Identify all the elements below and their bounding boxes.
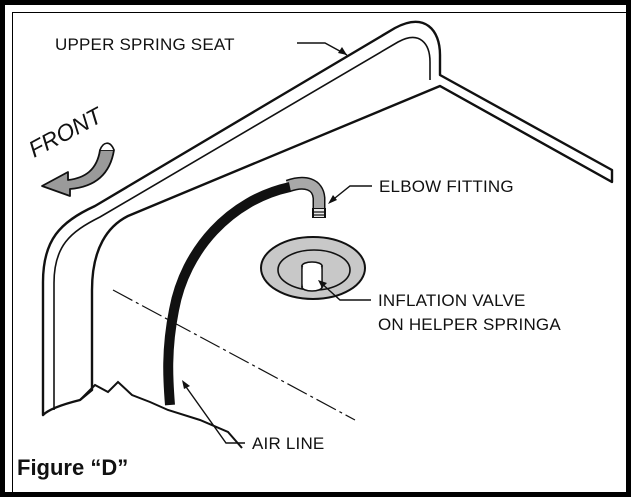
figure-caption: Figure “D” bbox=[17, 455, 129, 480]
leader-air-line bbox=[183, 383, 245, 444]
cutaway-edge bbox=[79, 380, 243, 449]
label-inflation-valve-line2: ON HELPER SPRINGA bbox=[378, 315, 561, 334]
center-line bbox=[112, 289, 356, 421]
front-label: FRONT bbox=[24, 101, 108, 162]
helper-spring bbox=[260, 236, 366, 300]
label-elbow-fitting: ELBOW FITTING bbox=[379, 177, 514, 196]
inner-frame bbox=[12, 12, 629, 495]
elbow-fitting bbox=[285, 176, 326, 218]
spring-seat-outline bbox=[41, 20, 614, 417]
air-line-hose bbox=[163, 182, 292, 406]
label-inflation-valve-line1: INFLATION VALVE bbox=[378, 291, 526, 310]
label-upper-spring-seat: UPPER SPRING SEAT bbox=[55, 35, 235, 54]
leader-inflation-valve bbox=[319, 281, 371, 301]
leader-elbow-fitting bbox=[329, 185, 372, 203]
spring-seat-surface-edge bbox=[439, 85, 613, 183]
spring-seat-rim bbox=[53, 36, 431, 284]
inflation-valve bbox=[301, 261, 323, 292]
front-arrow-icon bbox=[41, 142, 115, 197]
label-air-line: AIR LINE bbox=[252, 434, 325, 453]
